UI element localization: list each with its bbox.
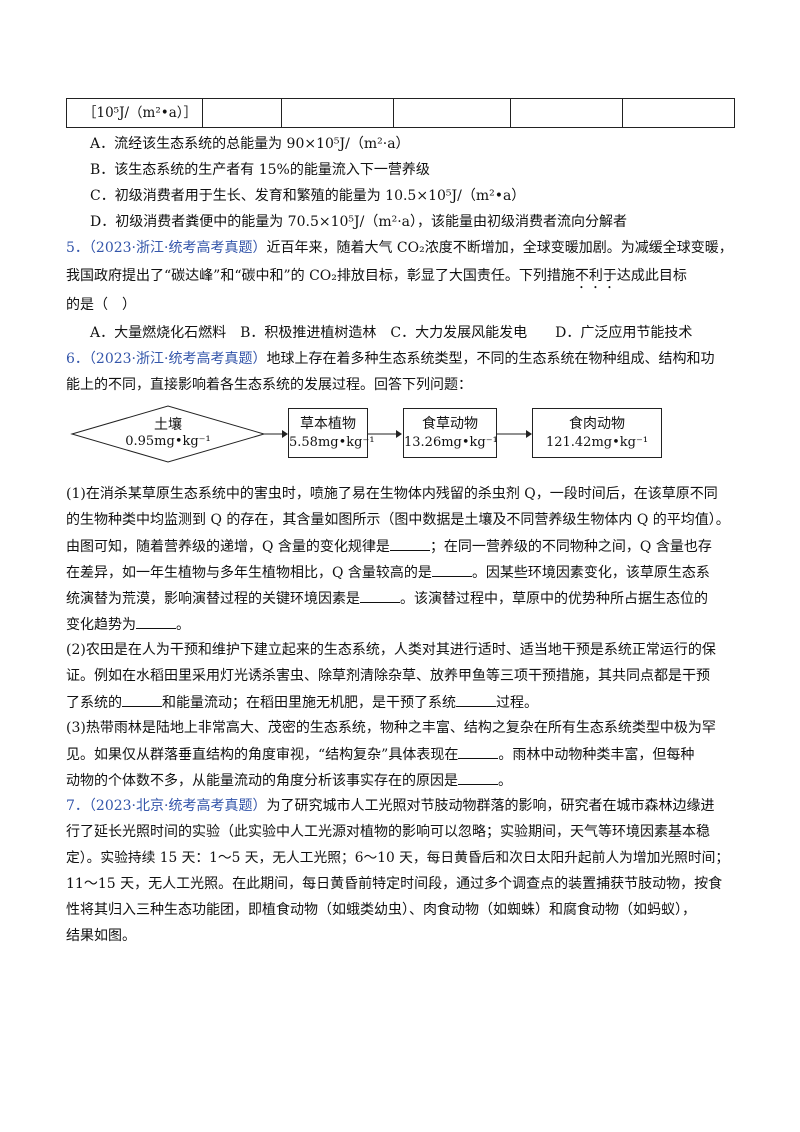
diagram-shapes	[70, 405, 532, 463]
answer-blank	[389, 536, 430, 551]
table-cell	[281, 99, 393, 127]
soil-node: 土壤 0.95mg•kg⁻¹	[100, 414, 236, 449]
herbivore-value: 13.26mg•kg⁻¹	[404, 435, 498, 450]
q6-line-2: 能上的不同，直接影响着各生态系统的发展过程。回答下列问题：	[66, 377, 472, 393]
q6-p2-line-1: (2)农田是在人为干预和维护下建立起来的生态系统，人类对其进行适时、适当地干预是…	[66, 642, 716, 658]
plant-value: 5.58mg•kg⁻¹	[289, 435, 375, 450]
question-source: （2023·北京·统考高考真题）	[88, 798, 267, 814]
q7-line-6: 结果如图。	[66, 928, 136, 944]
table-cell	[393, 99, 510, 127]
q4-option-a: A．流经该生态系统的总能量为 90×10⁵J/（m²·a）	[90, 136, 410, 152]
plant-label: 草本植物	[300, 416, 356, 432]
herbivore-label: 食草动物	[422, 416, 478, 432]
q7-line-4: 11～15 天，无人工光照。在此期间，每日黄昏前特定时间段，通过多个调查点的装置…	[66, 876, 723, 892]
q4-option-d: D．初级消费者粪便中的能量为 70.5×10⁵J/（m²·a），该能量由初级消费…	[90, 214, 628, 230]
emphasis-text: 不利于	[574, 268, 617, 284]
answer-blank	[456, 692, 496, 707]
plant-node: 草本植物 5.58mg•kg⁻¹	[288, 408, 375, 458]
q4-option-c: C．初级消费者用于生长、发育和繁殖的能量为 10.5×10⁵J/（m²•a）	[90, 188, 526, 204]
q6-p1-line-5: 统演替为荒漠，影响演替过程的关键环境因素是。该演替过程中，草原中的优势种所占据生…	[66, 588, 708, 609]
q6-line-1: 6．（2023·浙江·统考高考真题）地球上存在着多种生态系统类型，不同的生态系统…	[66, 351, 715, 367]
q5-line-3: 的是（ ）	[66, 297, 136, 313]
q6-p3-line-1: (3)热带雨林是陆地上非常高大、茂密的生态系统，物种之丰富、结构之复杂在所有生态…	[66, 720, 716, 736]
q5-line-2: 我国政府提出了“碳达峰”和“碳中和”的 CO₂排放目标，彰显了大国责任。下列措施…	[66, 268, 687, 284]
q6-p3-line-2: 见。如果仅从群落垂直结构的角度审视，“结构复杂”具体表现在。雨林中动物种类丰富，…	[66, 744, 694, 765]
q6-p2-line-2: 证。例如在水稻田里采用灯光诱杀害虫、除草剂清除杂草、放养甲鱼等三项干预措施，其共…	[66, 668, 710, 684]
q7-line-5: 性将其归入三种生态功能团，即植食动物（如蛾类幼虫）、肉食动物（如蜘蛛）和腐食动物…	[66, 902, 696, 918]
food-chain-diagram: 土壤 0.95mg•kg⁻¹ 草本植物 5.58mg•kg⁻¹ 食草动物 13.…	[70, 404, 730, 466]
q4-option-b: B．该生态系统的生产者有 15%的能量流入下一营养级	[90, 162, 430, 178]
answer-blank	[360, 588, 400, 603]
q7-line-1: 7．（2023·北京·统考高考真题）为了研究城市人工光照对节肢动物群落的影响，研…	[66, 798, 715, 814]
soil-label: 土壤	[154, 417, 182, 433]
arrow-head	[526, 430, 532, 438]
q7-line-2: 行了延长光照时间的实验（此实验中人工光源对植物的影响可以忽略；实验期间，天气等环…	[66, 824, 710, 840]
q6-p1-line-3: 由图可知，随着营养级的递增，Q 含量的变化规律是；在同一营养级的不同物种之间，Q…	[66, 536, 712, 557]
question-source: （2023·浙江·统考高考真题）	[88, 351, 267, 367]
herbivore-node: 食草动物 13.26mg•kg⁻¹	[403, 408, 498, 458]
arrow-head	[396, 430, 402, 438]
q6-p1-line-1: (1)在消杀某草原生态系统中的害虫时，喷施了易在生物体内残留的杀虫剂 Q，一段时…	[66, 486, 718, 502]
table-cell	[510, 99, 622, 127]
answer-blank	[122, 692, 162, 707]
soil-value: 0.95mg•kg⁻¹	[125, 434, 211, 449]
carnivore-node: 食肉动物 121.42mg•kg⁻¹	[532, 408, 662, 458]
q6-p2-line-3: 了系统的和能量流动；在稻田里施无机肥，是干预了系统过程。	[66, 692, 538, 713]
answer-blank	[458, 744, 499, 759]
table-unit-cell: ［10⁵J/（m²•a）］	[83, 105, 198, 121]
q6-p1-line-6: 变化趋势为。	[66, 614, 190, 635]
q5-line-1: 5．（2023·浙江·统考高考真题）近百年来，随着大气 CO₂浓度不断增加，全球…	[66, 240, 733, 256]
question-number: 5．	[66, 240, 89, 256]
table-cell	[202, 99, 281, 127]
q7-line-3: 定）。实验持续 15 天：1～5 天，无人工光照；6～10 天，每日黄昏后和次日…	[66, 850, 730, 866]
carnivore-label: 食肉动物	[569, 416, 625, 432]
table-cell	[622, 99, 734, 127]
q6-p1-line-4: 在差异，如一年生植物与多年生植物相比，Q 含量较高的是。因某些环境因素变化，该草…	[66, 562, 710, 583]
energy-table-row: ［10⁵J/（m²•a）］	[66, 98, 735, 128]
answer-blank	[431, 562, 472, 577]
q5-options: A．大量燃烧化石燃料 B．积极推进植树造林 C．大力发展风能发电 D．广泛应用节…	[90, 325, 693, 341]
question-number: 6．	[66, 351, 89, 367]
answer-blank	[136, 614, 176, 629]
q6-p3-line-3: 动物的个体数不多，从能量流动的角度分析该事实存在的原因是。	[66, 770, 512, 791]
question-source: （2023·浙江·统考高考真题）	[88, 240, 267, 256]
carnivore-value: 121.42mg•kg⁻¹	[545, 435, 649, 450]
answer-blank	[458, 770, 498, 785]
question-number: 7．	[66, 798, 89, 814]
arrow-head	[282, 430, 288, 438]
q6-p1-line-2: 的生物种类中均监测到 Q 的存在，其含量如图所示（图中数据是土壤及不同营养级生物…	[66, 512, 730, 528]
